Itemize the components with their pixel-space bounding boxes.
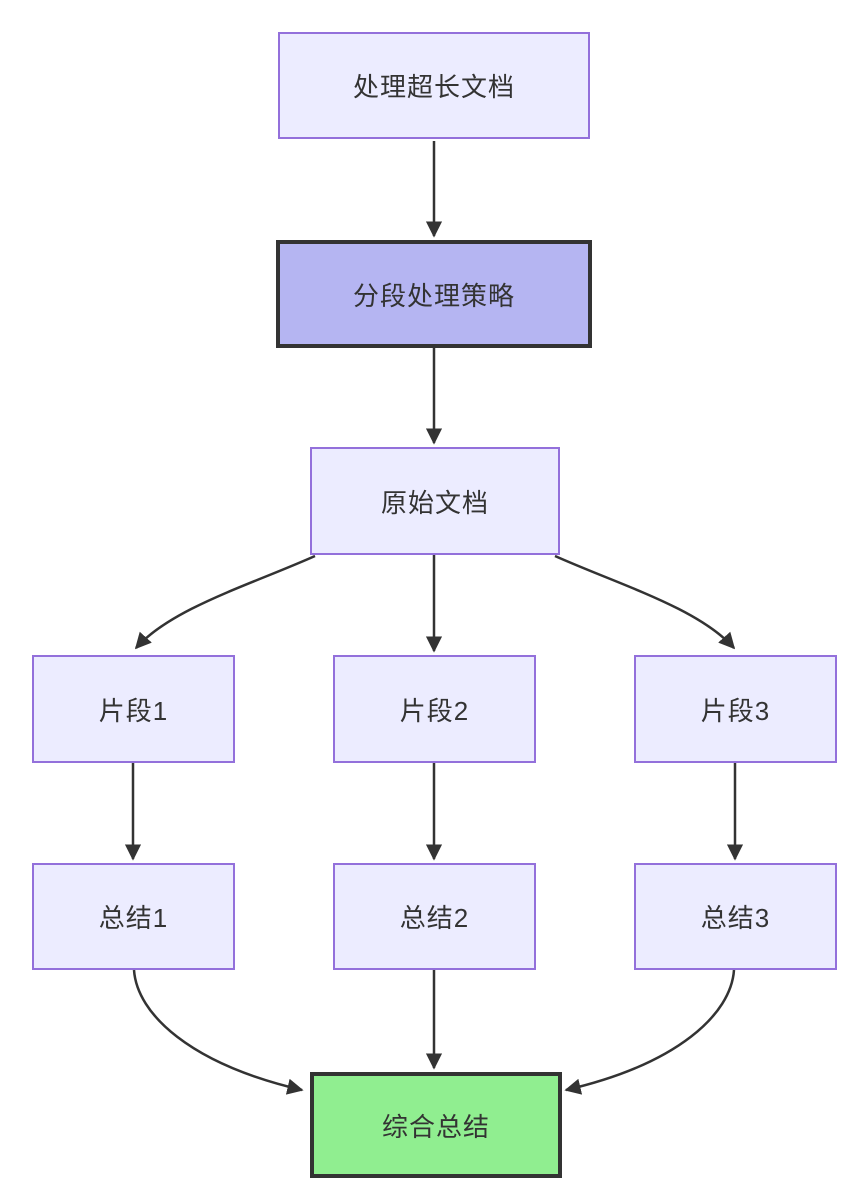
node-original: 原始文档 — [310, 447, 560, 555]
edge-original-fragment3 — [554, 554, 736, 650]
node-fragment3: 片段3 — [634, 655, 837, 763]
node-fragment1: 片段1 — [32, 655, 235, 763]
node-strategy: 分段处理策略 — [276, 240, 592, 348]
node-fragment1-label: 片段1 — [98, 695, 169, 726]
node-summary3-label: 总结3 — [700, 903, 771, 933]
node-fragment3-label: 片段3 — [700, 695, 771, 726]
node-final-label: 综合总结 — [381, 1111, 490, 1142]
node-original-label: 原始文档 — [380, 487, 489, 518]
node-summary1-label: 总结1 — [98, 903, 169, 933]
edge-summary1-final — [132, 969, 304, 1095]
node-summary2: 总结2 — [333, 863, 536, 970]
node-summary2-label: 总结2 — [399, 903, 470, 933]
node-final: 综合总结 — [310, 1072, 562, 1178]
node-fragment2: 片段2 — [333, 655, 536, 763]
node-strategy-label: 分段处理策略 — [352, 280, 515, 311]
node-fragment2-label: 片段2 — [399, 695, 470, 726]
edge-summary3-final — [564, 969, 736, 1095]
node-process-doc: 处理超长文档 — [278, 32, 590, 139]
node-process-doc-label: 处理超长文档 — [352, 72, 515, 102]
node-summary1: 总结1 — [32, 863, 235, 970]
node-summary3: 总结3 — [634, 863, 837, 970]
edge-original-fragment1 — [134, 554, 316, 650]
